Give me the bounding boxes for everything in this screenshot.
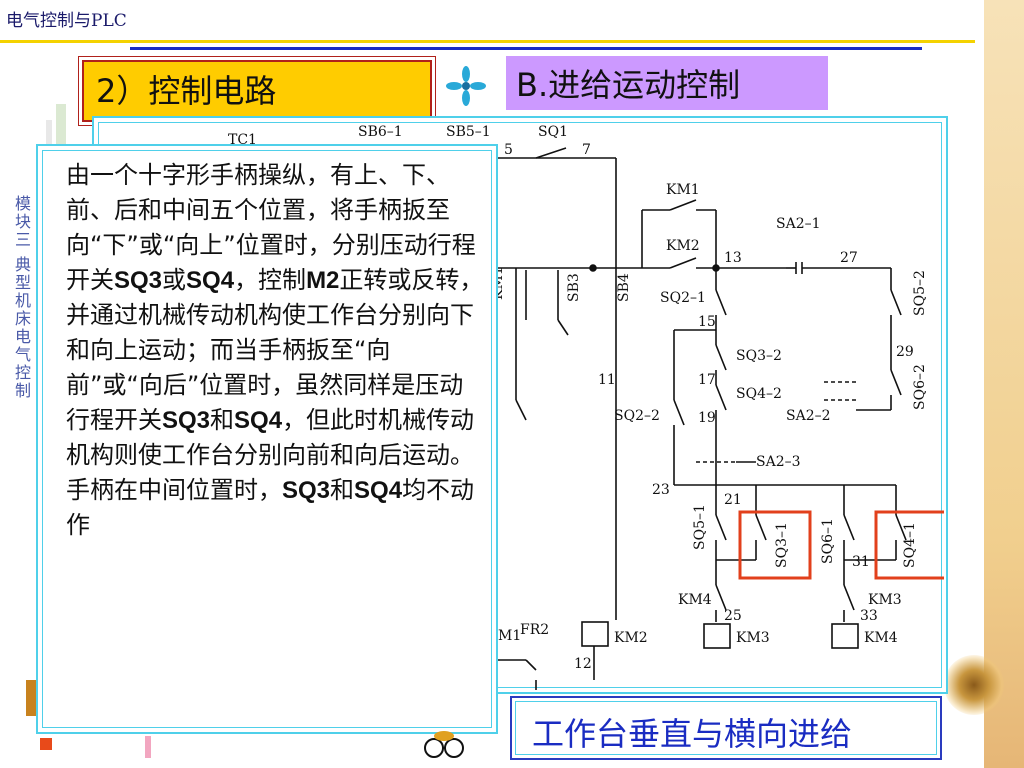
caption-text: 工作台垂直与横向进给 bbox=[532, 715, 853, 753]
label-node-25: 25 bbox=[724, 608, 742, 624]
label-km4-coil: KM4 bbox=[864, 630, 898, 646]
section-title: 2）控制电路 bbox=[96, 72, 277, 110]
decorative-blob bbox=[944, 655, 1004, 715]
label-km4-contact: KM4 bbox=[678, 592, 712, 608]
label-sq3-1: SQ3–1 bbox=[774, 522, 790, 568]
decorative-square bbox=[40, 738, 52, 750]
label-sb6-1: SB6–1 bbox=[358, 124, 403, 140]
label-sq5-1: SQ5–1 bbox=[692, 504, 708, 550]
highlight-sq3-1 bbox=[738, 510, 812, 580]
flower-icon bbox=[446, 66, 486, 106]
label-sq1: SQ1 bbox=[538, 124, 568, 140]
label-fr2: FR2 bbox=[520, 622, 549, 638]
label-km2-coil: KM2 bbox=[614, 630, 648, 646]
label-km2-contact: KM2 bbox=[666, 238, 700, 254]
label-node-13: 13 bbox=[724, 250, 742, 266]
label-sq6-1: SQ6–1 bbox=[820, 518, 836, 564]
label-sq4-2: SQ4–2 bbox=[736, 386, 782, 402]
description-box bbox=[36, 144, 498, 734]
label-node-29: 29 bbox=[896, 344, 914, 360]
control-circuit-diagram: TC1 SB6–1 SB5–1 SQ1 5 7 KM1 KM2 13 SA2–1… bbox=[228, 124, 944, 690]
right-decorative-strip bbox=[984, 0, 1024, 768]
label-km1-contact: KM1 bbox=[666, 182, 700, 198]
label-node-5: 5 bbox=[504, 142, 513, 158]
label-sa2-3: SA2–3 bbox=[756, 454, 801, 470]
label-sq5-2: SQ5–2 bbox=[912, 270, 928, 316]
label-node-15: 15 bbox=[698, 314, 716, 330]
glasses-icon bbox=[424, 731, 464, 758]
label-km3-contact: KM3 bbox=[868, 592, 902, 608]
label-node-33: 33 bbox=[860, 608, 878, 624]
label-sa2-1: SA2–1 bbox=[776, 216, 821, 232]
label-sq3-2: SQ3–2 bbox=[736, 348, 782, 364]
label-sq2-1: SQ2–1 bbox=[660, 290, 706, 306]
caption-box bbox=[510, 696, 942, 760]
label-node-17: 17 bbox=[698, 372, 716, 388]
description-text: 由一个十字形手柄操纵，有上、下、前、后和中间五个位置，将手柄扳至向“下”或“向上… bbox=[66, 161, 484, 539]
label-node-21: 21 bbox=[724, 492, 742, 508]
highlight-sq4-1 bbox=[874, 510, 944, 580]
label-m1: M1 bbox=[498, 628, 521, 644]
course-title: 电气控制与PLC bbox=[6, 11, 127, 31]
header-rule-blue bbox=[130, 47, 922, 50]
label-sa2-2: SA2–2 bbox=[786, 408, 831, 424]
subsection-box bbox=[506, 56, 828, 110]
label-node-19: 19 bbox=[698, 410, 716, 426]
label-node-27: 27 bbox=[840, 250, 858, 266]
subsection-title: B.进给运动控制 bbox=[516, 66, 741, 104]
label-node-23: 23 bbox=[652, 482, 670, 498]
label-node-12: 12 bbox=[574, 656, 592, 672]
label-sq6-2: SQ6–2 bbox=[912, 364, 928, 410]
label-sb4: SB4 bbox=[616, 273, 632, 302]
decorative-pink-bar bbox=[145, 736, 151, 758]
header-rule-yellow bbox=[0, 40, 975, 43]
label-node-7: 7 bbox=[582, 142, 591, 158]
label-sq2-2: SQ2–2 bbox=[614, 408, 660, 424]
label-sb5-1: SB5–1 bbox=[446, 124, 491, 140]
module-label: 模块三 典型机床电气控制 bbox=[12, 195, 31, 401]
label-km3-coil: KM3 bbox=[736, 630, 770, 646]
label-node-11: 11 bbox=[598, 372, 616, 388]
label-sb3: SB3 bbox=[566, 273, 582, 302]
label-node-31: 31 bbox=[852, 554, 870, 570]
label-sq4-1: SQ4–1 bbox=[902, 522, 918, 568]
